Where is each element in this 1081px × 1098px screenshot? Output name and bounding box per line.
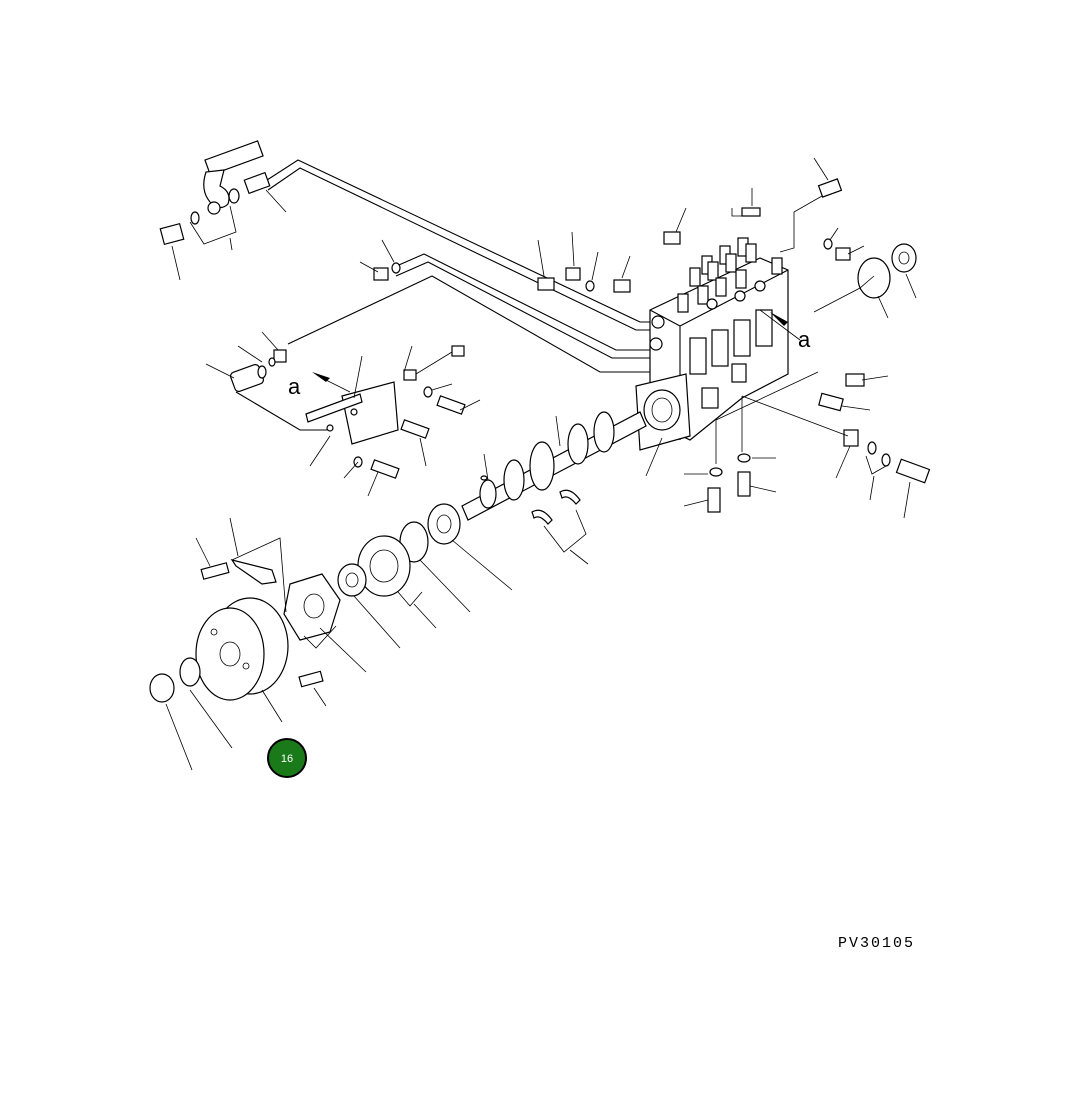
fuel-lines	[235, 159, 656, 431]
camshaft	[461, 411, 647, 521]
view-label-a-left: a	[288, 374, 301, 399]
callout-badge-circle[interactable]	[267, 738, 307, 778]
bearing-shells	[531, 489, 589, 565]
drawing-number: PV30105	[838, 935, 915, 952]
solenoid-sensor-group	[205, 331, 481, 497]
callout-badge-label: 16	[281, 753, 293, 765]
small-fitting-group	[359, 239, 401, 281]
view-label-a-right: a	[798, 327, 811, 352]
banjo-fitting-assembly	[159, 140, 287, 281]
injection-pump-body	[635, 237, 801, 451]
drive-assembly	[149, 503, 513, 771]
top-right-hardware	[645, 157, 931, 519]
callout-badge[interactable]: 16	[267, 738, 307, 778]
top-center-fittings	[537, 231, 631, 293]
